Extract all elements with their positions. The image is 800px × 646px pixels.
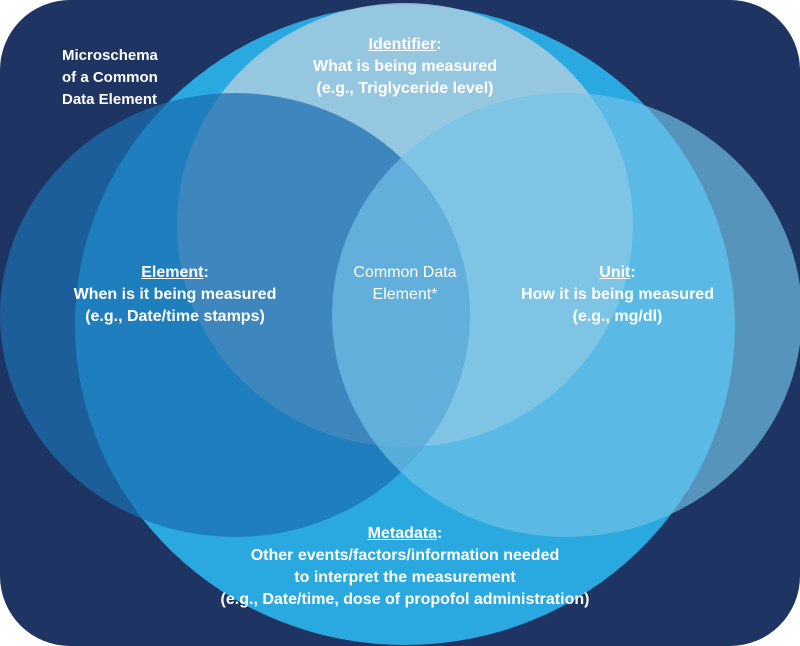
identifier-description: What is being measured: [312, 58, 498, 75]
diagram-title: Microschema of a Common Data Element: [62, 45, 158, 111]
center-label: Common Data Element*: [330, 262, 480, 306]
unit-heading: Unit: [599, 264, 631, 281]
unit-example: (e.g., mg/dl): [572, 308, 663, 325]
unit-description: How it is being measured: [521, 286, 714, 303]
center-line: Element*: [372, 286, 438, 303]
metadata-label: Metadata: Other events/factors/informati…: [170, 523, 640, 611]
element-label: Element: When is it being measured (e.g.…: [40, 262, 310, 328]
identifier-heading: Identifier: [368, 36, 437, 53]
unit-circle: [332, 93, 800, 537]
identifier-label: Identifier: What is being measured (e.g.…: [255, 34, 555, 100]
element-circle: [0, 93, 470, 537]
metadata-example: (e.g., Date/time, dose of propofol admin…: [220, 591, 590, 608]
metadata-heading: Metadata: [367, 525, 438, 542]
identifier-example: (e.g., Triglyceride level): [316, 80, 494, 97]
title-line: Data Element: [62, 91, 158, 108]
unit-label: Unit: How it is being measured (e.g., mg…: [485, 262, 750, 328]
metadata-description: Other events/factors/information needed: [250, 547, 560, 564]
title-line: of a Common: [62, 69, 158, 86]
center-line: Common Data: [353, 264, 457, 281]
metadata-description-2: to interpret the measurement: [294, 569, 516, 586]
element-description: When is it being measured: [73, 286, 277, 303]
element-example: (e.g., Date/time stamps): [85, 308, 265, 325]
title-line: Microschema: [62, 47, 158, 64]
element-heading: Element: [141, 264, 204, 281]
